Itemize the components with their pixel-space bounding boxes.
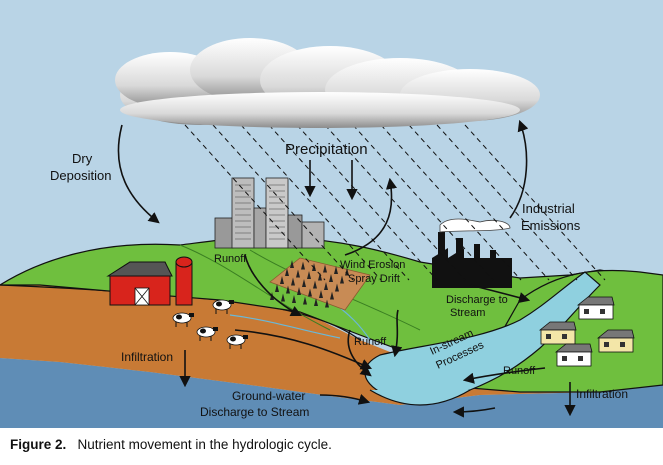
cow (226, 334, 248, 349)
crop-plant (281, 293, 285, 302)
house (576, 296, 615, 320)
crop-plant (340, 275, 344, 284)
discharge-arrow (469, 284, 531, 303)
crop-plant (314, 298, 318, 306)
house (554, 343, 593, 367)
crop-plant (323, 264, 327, 273)
crop-plant (313, 280, 317, 289)
city-skyline (214, 177, 325, 249)
cloud (115, 38, 540, 128)
crop-plant (301, 261, 305, 270)
houses (538, 296, 635, 367)
dry-deposition-arrow (117, 124, 160, 224)
groundwater-layer (0, 358, 663, 428)
crop-plant (291, 277, 295, 286)
crop-plant (329, 274, 333, 282)
label-discharge-1: Discharge to (446, 294, 508, 306)
label-runoff-houses: Runoff (503, 365, 536, 377)
crop-plant (280, 276, 284, 284)
cow (212, 299, 234, 314)
rain-lines (184, 124, 606, 281)
label-wind-erosion: Wind Erosion (340, 259, 405, 271)
label-groundwater-1: Ground-water (232, 389, 305, 403)
cow (172, 312, 194, 327)
flow-arrows (117, 119, 576, 418)
label-industrial-2: Emissions (521, 218, 581, 233)
crop-plant (308, 288, 312, 297)
runoff-houses-arrow (462, 367, 546, 384)
runoff-city-arrow (244, 254, 303, 317)
label-spray-drift: Spray Drift (348, 273, 400, 285)
crop-plant (290, 260, 294, 268)
figure-caption: Figure 2. Nutrient movement in the hydro… (0, 428, 663, 465)
label-industrial-1: Industrial (522, 201, 575, 216)
cows (172, 299, 248, 349)
emission-arrow (509, 119, 529, 219)
house (538, 321, 577, 345)
barn (106, 256, 193, 306)
house (596, 329, 635, 353)
caption-figure-number: Figure 2. (10, 437, 67, 452)
cow (196, 326, 218, 341)
crop-plant (318, 272, 322, 281)
crop-plant (307, 271, 311, 279)
crop-plant (296, 269, 300, 278)
label-infiltration-left: Infiltration (121, 350, 173, 364)
crop-plant (297, 287, 301, 295)
groundwater-arrow-left (319, 394, 371, 405)
crop-plant (345, 267, 349, 276)
crop-plant (312, 263, 316, 271)
wind-erosion-arrow (344, 177, 397, 256)
crop-plant (303, 296, 307, 305)
runoff-field-arrow (347, 329, 372, 377)
stream-arrow (391, 309, 403, 358)
label-infiltration-right: Infiltration (576, 387, 628, 401)
crop-plant (324, 282, 328, 290)
label-dry-1: Dry (72, 151, 93, 166)
label-discharge-2: Stream (450, 307, 485, 319)
caption-text: Nutrient movement in the hydrologic cycl… (70, 437, 332, 452)
label-groundwater-2: Discharge to Stream (200, 405, 309, 419)
crop-plant (302, 279, 306, 287)
label-dry-2: Deposition (50, 168, 111, 183)
groundwater-arrow-right (452, 406, 496, 418)
crop-plant (319, 290, 323, 298)
factory (432, 218, 512, 288)
caption-text-body: Nutrient movement in the hydrologic cycl… (77, 437, 332, 452)
label-precipitation: Precipitation (285, 141, 368, 158)
label-runoff-city: Runoff (214, 253, 247, 265)
crop-plant (275, 284, 279, 292)
crop-plant (285, 268, 289, 276)
crop-plant (325, 299, 329, 308)
crop-field (269, 257, 371, 311)
label-runoff-field: Runoff (354, 336, 387, 348)
hydrologic-cycle-diagram: Precipitation Dry Deposition Industrial … (0, 0, 663, 428)
crop-plant (334, 266, 338, 274)
crop-plant (335, 283, 339, 292)
runoff-pasture-arrow (234, 329, 373, 370)
crop-plant (286, 285, 290, 294)
crop-plant (330, 291, 334, 300)
crop-plant (292, 295, 296, 303)
